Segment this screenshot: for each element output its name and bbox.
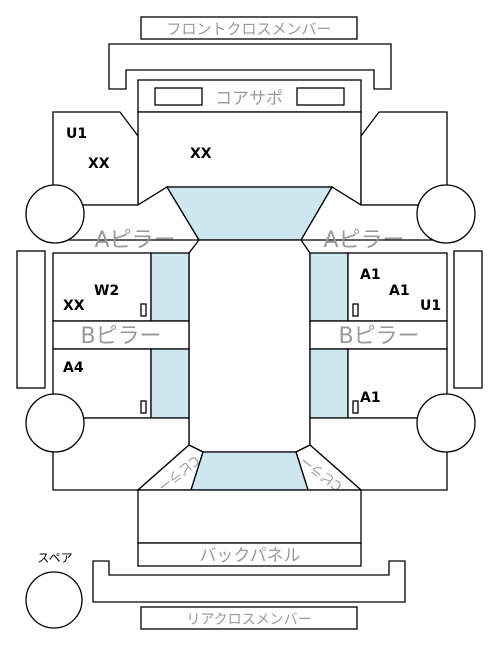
rear-window: [190, 451, 309, 491]
front-cross-member-box: [140, 16, 358, 40]
right-side-sill: [453, 250, 483, 389]
front-right-wheel: [416, 184, 476, 244]
core-support-right-slot: [296, 87, 345, 106]
right-rear-door-handle: [352, 400, 359, 414]
left-front-door-code-2: XX: [63, 298, 85, 314]
roof: [188, 239, 311, 453]
front-cross-member-label: フロントクロスメンバー: [166, 20, 331, 38]
left-front-window: [150, 252, 190, 322]
trunk-lid: [137, 489, 362, 544]
rear-cross-member-box: [140, 606, 358, 630]
right-front-door-handle: [352, 303, 359, 317]
left-a-pillar-label: Aピラー: [94, 228, 175, 253]
front-bumper-bracket: [108, 43, 392, 90]
right-front-door-code-3: U1: [420, 298, 441, 314]
left-fender-code-1: U1: [66, 126, 87, 142]
left-front-door-code-1: W2: [94, 283, 119, 299]
left-fender-code-2: XX: [88, 156, 110, 172]
core-support-label: コアサポ: [215, 89, 283, 109]
rear-bumper-bracket: [92, 560, 406, 603]
left-b-pillar: [52, 320, 190, 350]
left-side-sill: [16, 250, 46, 389]
left-front-door-handle: [140, 303, 147, 317]
rear-left-wheel: [25, 393, 85, 453]
left-rear-door-code: A4: [63, 360, 84, 376]
right-front-door-code-2: A1: [389, 283, 410, 299]
spare-label: スペア: [37, 551, 72, 565]
right-a-pillar-label: Aピラー: [323, 228, 404, 253]
right-front-window: [309, 252, 349, 322]
right-rear-door-code: A1: [360, 390, 381, 406]
back-panel: [137, 542, 362, 567]
left-b-pillar-label: Bピラー: [80, 324, 161, 349]
right-front-door: [347, 252, 448, 322]
hood-code: XX: [190, 146, 212, 162]
back-panel-label: バックパネル: [199, 546, 300, 566]
right-b-pillar: [309, 320, 448, 350]
left-rear-window: [150, 348, 190, 419]
right-rear-window: [309, 348, 349, 419]
front-left-wheel: [25, 184, 85, 244]
core-support-left-slot: [154, 87, 203, 106]
rear-cross-member-label: リアクロスメンバー: [186, 612, 311, 628]
left-rear-door-handle: [140, 400, 147, 414]
spare-tire: [25, 571, 83, 629]
right-front-door-code-1: A1: [360, 267, 381, 283]
rear-right-wheel: [416, 393, 476, 453]
right-b-pillar-label: Bピラー: [338, 324, 419, 349]
